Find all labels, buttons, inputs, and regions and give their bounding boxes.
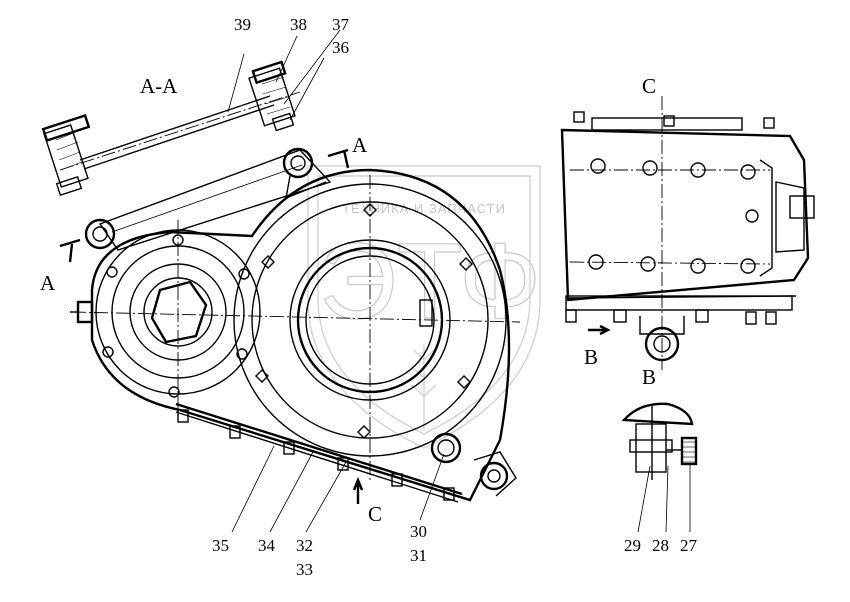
- view-arrow-c: [352, 476, 364, 504]
- view-c: [560, 96, 815, 370]
- watermark-shield: [307, 165, 541, 449]
- section-aa-view: [41, 60, 301, 196]
- leader-lines: [227, 29, 691, 533]
- callout-38: 38: [290, 15, 307, 34]
- watermark-tagline: ТЕХНИКА И ЗАПЧАСТИ: [342, 201, 506, 216]
- marker-a-left: А: [40, 271, 56, 295]
- callout-33: 33: [296, 560, 313, 579]
- callout-30: 30: [410, 522, 427, 541]
- marker-a-top: А: [352, 133, 368, 157]
- callout-28: 28: [652, 536, 669, 555]
- view-arrow-b: [588, 324, 611, 336]
- callout-32: 32: [296, 536, 313, 555]
- view-c-title: С: [642, 74, 656, 98]
- callout-37: 37: [332, 15, 350, 34]
- callout-34: 34: [258, 536, 276, 555]
- marker-b-bottom: В: [642, 365, 656, 389]
- callout-39: 39: [234, 15, 251, 34]
- guard-bolts: [177, 409, 455, 501]
- marker-b-left: В: [584, 345, 598, 369]
- callout-29: 29: [624, 536, 641, 555]
- section-arrow-a-left: [59, 238, 81, 263]
- callout-31: 31: [410, 546, 427, 565]
- section-aa-title: А-А: [140, 74, 178, 98]
- detail-b: [621, 402, 698, 480]
- front-view: [59, 147, 521, 504]
- marker-c-bottom: С: [368, 502, 382, 526]
- callout-27: 27: [680, 536, 698, 555]
- callout-36: 36: [332, 38, 349, 57]
- callout-35: 35: [212, 536, 229, 555]
- section-arrow-a-top: [327, 148, 350, 169]
